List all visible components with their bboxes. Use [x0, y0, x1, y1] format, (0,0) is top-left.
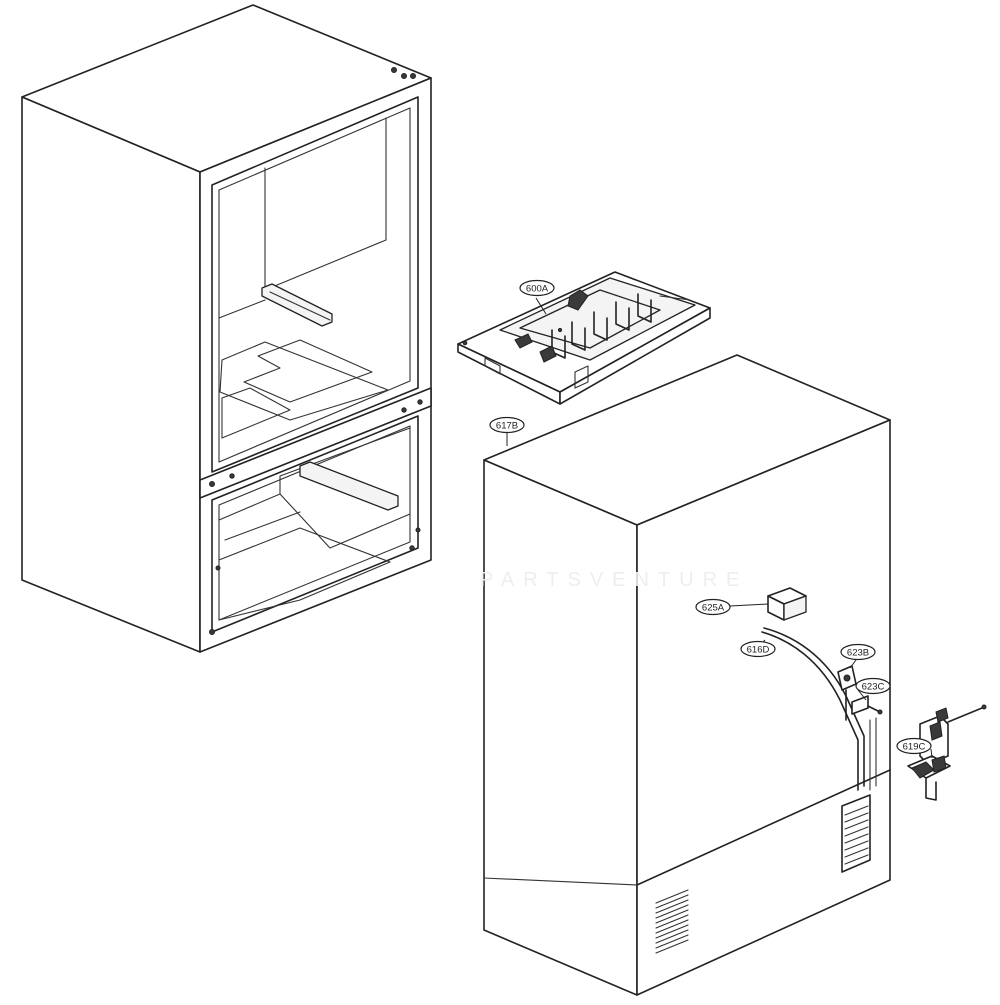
rear-vent: [841, 794, 871, 873]
tray-dividers: [551, 293, 652, 359]
side-vent: [655, 889, 689, 954]
part-623b-bracket: [837, 665, 857, 721]
callout-617b-label: 617B: [496, 421, 518, 432]
part-623c-clamp: [851, 695, 883, 715]
callout-616d-label: 616D: [747, 645, 770, 656]
callout-619c: 619C: [896, 737, 933, 759]
refrigerator-rear: [483, 354, 987, 996]
callout-600a-label: 600A: [526, 284, 549, 295]
part-625a-box: [767, 587, 807, 621]
part-619c-valve: [907, 704, 987, 801]
ice-tray-assembly: [457, 271, 711, 405]
callout-623c: 623C: [855, 677, 891, 701]
callout-625a: 625A: [695, 598, 769, 616]
callout-623c-label: 623C: [862, 682, 885, 693]
callout-616d: 616D: [740, 639, 776, 658]
callout-617b: 617B: [489, 416, 525, 446]
callout-623b-label: 623B: [847, 648, 869, 659]
callout-619c-label: 619C: [903, 742, 926, 753]
callout-600a: 600A: [519, 279, 555, 315]
callout-623b: 623B: [840, 643, 876, 669]
refrigerator-cabinet: [21, 4, 432, 653]
callout-625a-label: 625A: [702, 603, 725, 614]
watermark-text: PARTSVENTURE: [480, 569, 748, 591]
